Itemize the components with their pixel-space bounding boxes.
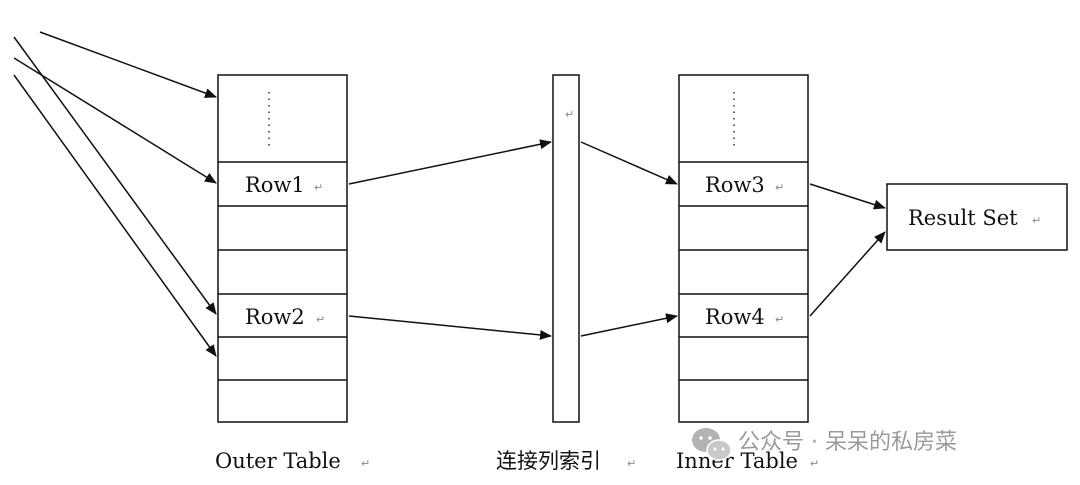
watermark-label: 公众号 · 呆呆的私房菜	[738, 430, 957, 455]
result-set-label: Result Set	[908, 206, 1018, 230]
outer-table: Row1 ↵ Row2 ↵	[217, 74, 348, 423]
arrow-index-to-row3	[580, 141, 678, 185]
paragraph-mark: ↵	[810, 457, 819, 470]
paragraph-mark: ↵	[314, 181, 323, 194]
arrow-to-outer-top	[39, 31, 217, 98]
outer-row2-label: Row2	[245, 305, 305, 329]
arrow-to-row2	[13, 36, 217, 315]
join-index-caption: 连接列索引	[496, 449, 601, 473]
paragraph-mark: ↵	[775, 313, 784, 326]
outer-row1-label: Row1	[245, 173, 305, 197]
paragraph-mark: ↵	[361, 457, 370, 470]
inner-table-caption: Inner Table	[676, 449, 798, 473]
arrow-row2-to-index	[348, 315, 552, 340]
paragraph-mark: ↵	[565, 108, 574, 121]
paragraph-mark: ↵	[627, 457, 636, 470]
result-set: Result Set ↵	[886, 183, 1068, 251]
arrow-to-below-row2	[13, 74, 217, 357]
outer-table-caption: Outer Table	[215, 449, 341, 473]
inner-table-frame	[678, 74, 809, 423]
join-index-bar	[552, 74, 580, 423]
join-index: ↵	[552, 74, 580, 423]
arrow-to-row1	[13, 57, 217, 184]
result-set-box	[886, 183, 1068, 251]
arrow-row4-to-result	[809, 231, 886, 317]
outer-table-frame	[217, 74, 348, 423]
inner-table: Row3 ↵ Row4 ↵	[678, 74, 809, 423]
arrow-index-to-row4	[580, 313, 678, 337]
inner-row3-label: Row3	[705, 173, 765, 197]
paragraph-mark: ↵	[316, 313, 325, 326]
watermark: 公众号 · 呆呆的私房菜	[692, 428, 957, 461]
wechat-icon	[692, 428, 732, 461]
arrow-row1-to-index	[348, 139, 552, 185]
join-arrows	[348, 139, 886, 340]
paragraph-mark: ↵	[775, 181, 784, 194]
incoming-arrows	[13, 31, 217, 357]
arrow-row3-to-result	[809, 183, 886, 210]
inner-row4-label: Row4	[705, 305, 765, 329]
paragraph-mark: ↵	[1032, 214, 1041, 227]
